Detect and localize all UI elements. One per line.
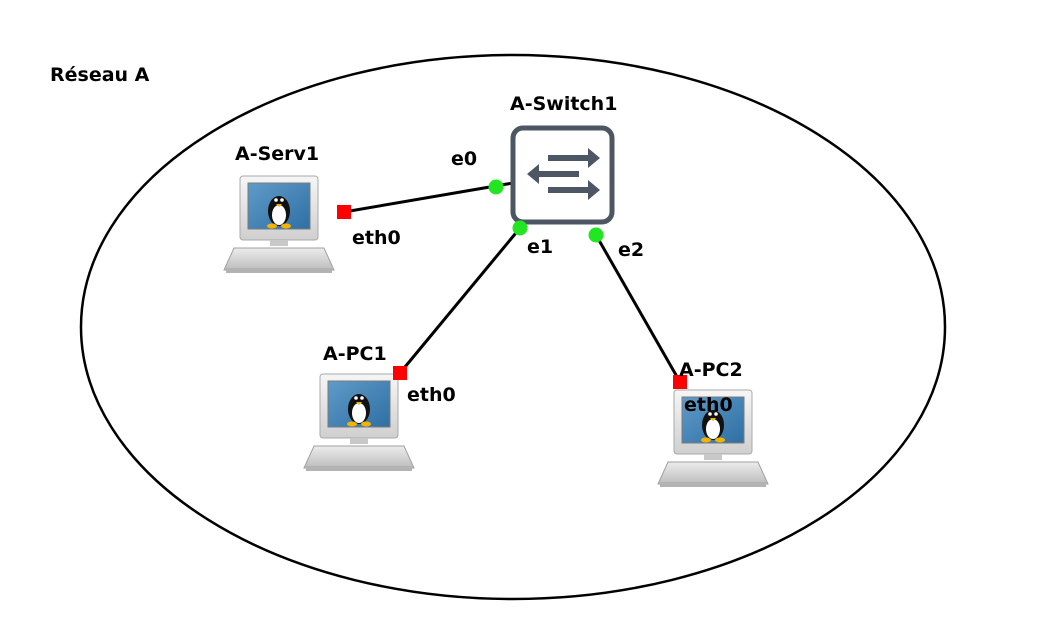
port-marker-switch-e2[interactable]: [588, 227, 604, 243]
switch-port-e0-label: e0: [451, 148, 478, 170]
network-zone-boundary: [79, 53, 947, 601]
host-a-serv1-port-label: eth0: [352, 227, 401, 249]
host-a-pc2-name: A-PC2: [679, 359, 743, 381]
zone-title: Réseau A: [50, 64, 150, 86]
port-marker-switch-e1[interactable]: [512, 220, 528, 236]
host-a-serv1-computer-icon[interactable]: [223, 175, 335, 274]
port-marker-pc2-eth0[interactable]: [673, 375, 687, 389]
port-marker-serv1-eth0[interactable]: [337, 205, 351, 219]
host-a-pc1-port-label: eth0: [407, 384, 456, 406]
host-a-serv1-name: A-Serv1: [235, 143, 320, 165]
link-serv1-switch-e0[interactable]: [343, 181, 514, 214]
link-pc1-switch-e1[interactable]: [398, 227, 522, 374]
port-marker-switch-e0[interactable]: [488, 179, 504, 195]
host-a-pc1-computer-icon[interactable]: [303, 373, 415, 472]
port-marker-pc1-eth0[interactable]: [393, 366, 407, 380]
switch-port-e1-label: e1: [527, 236, 554, 258]
switch-icon[interactable]: [510, 125, 615, 225]
link-pc2-switch-e2[interactable]: [594, 234, 682, 383]
host-a-pc1-name: A-PC1: [323, 343, 387, 365]
switch-port-e2-label: e2: [618, 239, 645, 261]
switch-name-label: A-Switch1: [510, 93, 618, 115]
host-a-pc2-port-label: eth0: [684, 394, 733, 416]
